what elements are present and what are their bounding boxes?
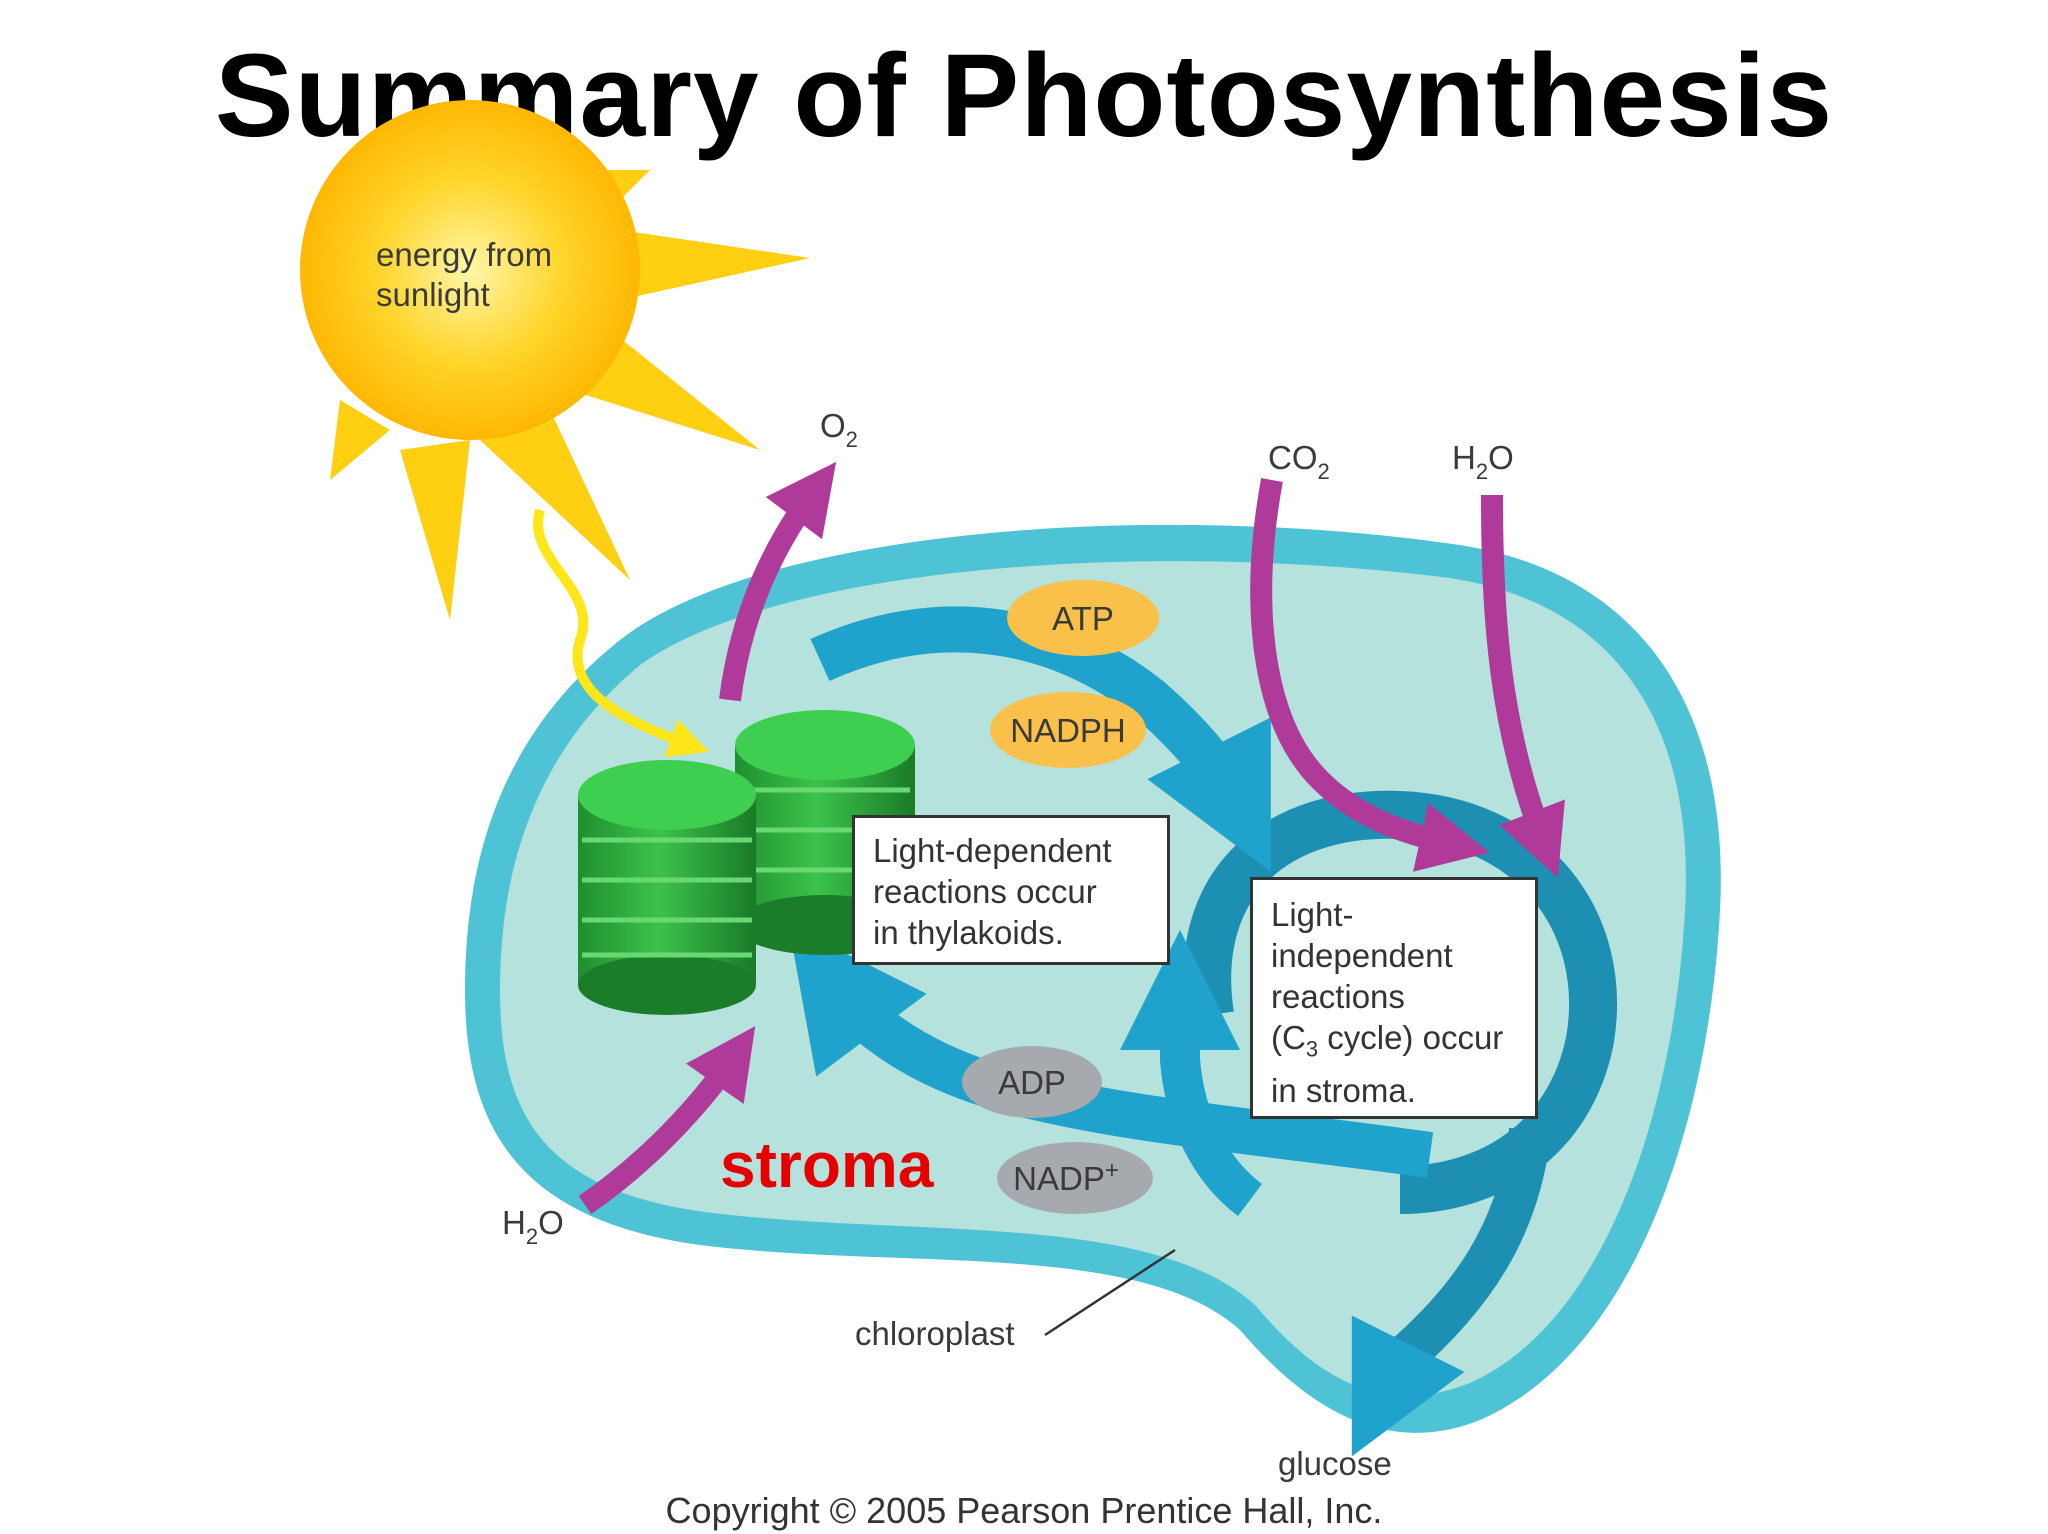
stroma-label: stroma xyxy=(720,1129,934,1201)
adp-pill xyxy=(962,1046,1102,1118)
glucose-label: glucose xyxy=(1278,1445,1392,1482)
sun-label-line2: sunlight xyxy=(376,276,490,313)
nadph-pill xyxy=(990,692,1146,768)
light-independent-box: Light- independent reactions (C3 cycle) … xyxy=(1250,877,1538,1119)
chloroplast-leader-line xyxy=(1044,1248,1176,1337)
sun-label-line1: energy from xyxy=(376,236,552,273)
dark-box-line2: independent xyxy=(1271,937,1453,974)
o2-out-arrow xyxy=(719,461,837,702)
h2o-in-arrow xyxy=(578,1026,756,1215)
dark-box-line4: (C3 cycle) occur xyxy=(1271,1019,1504,1062)
nadp-label: NADP+ xyxy=(1013,1157,1119,1197)
light-box-line1: Light-dependent xyxy=(873,832,1112,869)
co2-in-arrow xyxy=(1250,478,1490,872)
atp-pill xyxy=(1007,580,1159,656)
dark-box-line3: reactions xyxy=(1271,978,1405,1015)
o2-label: O2 xyxy=(820,407,858,452)
nadph-label: NADPH xyxy=(1010,712,1126,749)
light-box-line3: in thylakoids. xyxy=(873,914,1064,951)
light-energy-arrow xyxy=(533,508,709,758)
atp-nadph-flow-arrow xyxy=(810,606,1271,872)
adp-label: ADP xyxy=(998,1064,1066,1101)
h2o-top-in-arrow xyxy=(1481,494,1565,878)
light-dependent-box: Light-dependent reactions occur in thyla… xyxy=(852,815,1170,965)
thylakoid-stack-front xyxy=(578,760,756,1015)
h2o-bottom-label: H2O xyxy=(502,1204,564,1249)
light-box-line2: reactions occur xyxy=(873,873,1097,910)
chloroplast-label: chloroplast xyxy=(855,1315,1015,1352)
atp-label: ATP xyxy=(1052,600,1114,637)
glucose-out-arrow xyxy=(1351,1127,1551,1457)
dark-box-line1: Light- xyxy=(1271,896,1354,933)
dark-box-line5: in stroma. xyxy=(1271,1071,1416,1109)
ring-return-arrow xyxy=(1120,930,1263,1216)
copyright-text: Copyright © 2005 Pearson Prentice Hall, … xyxy=(665,1490,1383,1531)
sun xyxy=(300,100,810,620)
h2o-top-label: H2O xyxy=(1452,439,1514,484)
co2-label: CO2 xyxy=(1268,439,1330,484)
nadp-pill xyxy=(997,1142,1153,1214)
